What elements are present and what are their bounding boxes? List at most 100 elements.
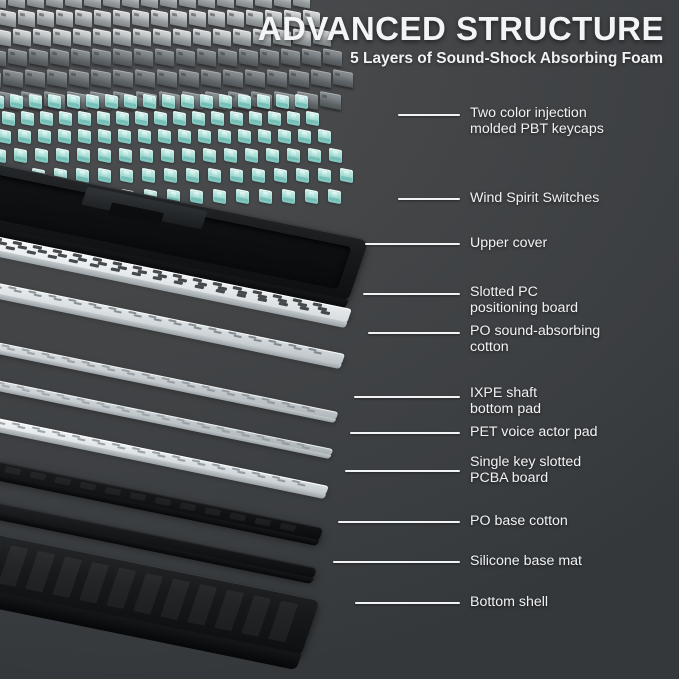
key-switch	[0, 147, 6, 164]
keycap	[56, 9, 73, 28]
key-switch	[257, 93, 270, 110]
shell-rib	[133, 573, 164, 615]
key-switch	[105, 93, 118, 110]
keycap	[94, 9, 111, 28]
keycap	[65, 0, 82, 9]
keycap	[69, 69, 89, 88]
shell-rib	[25, 550, 56, 593]
key-switch	[162, 93, 175, 110]
keycap	[218, 48, 237, 67]
key-switch	[181, 93, 194, 110]
plate-cutout	[273, 342, 283, 347]
keycap	[197, 48, 216, 67]
keycap	[217, 0, 234, 9]
plate-cutout	[301, 445, 311, 450]
key-switch	[48, 93, 61, 110]
keycap	[91, 69, 111, 88]
plate-cutout	[194, 284, 205, 290]
key-switch	[318, 128, 331, 145]
plate-cutout	[0, 421, 6, 426]
keycap	[239, 48, 258, 67]
keycap	[92, 48, 111, 67]
keycap	[255, 0, 272, 9]
plate-cutout	[53, 297, 63, 302]
keycap	[153, 28, 171, 47]
keycap	[201, 69, 221, 88]
shell-rib	[254, 517, 272, 527]
keycap	[302, 48, 321, 67]
keycap	[29, 48, 48, 67]
key-switch	[224, 147, 237, 164]
plate-cutout	[299, 306, 310, 311]
plate-cutout	[181, 421, 191, 425]
plate-cutout	[213, 330, 223, 335]
shell-rib	[214, 589, 245, 632]
key-switch	[296, 167, 309, 184]
key-switch	[340, 167, 353, 184]
keycap	[84, 0, 101, 9]
keycap	[155, 48, 174, 67]
callout-label-switches: Wind Spirit Switches	[470, 190, 600, 206]
shell-rib	[4, 466, 22, 476]
plate-cutout	[297, 482, 306, 487]
callout-label-pet-pad: PET voice actor pad	[470, 424, 598, 440]
plate-cutout	[41, 392, 51, 397]
key-switch	[56, 147, 69, 164]
plate-cutout	[197, 462, 206, 467]
keycap	[233, 28, 251, 47]
key-switch	[208, 167, 221, 184]
shell-rib	[154, 497, 172, 507]
keycap	[173, 28, 191, 47]
key-switch	[98, 147, 111, 164]
shell-rib	[241, 595, 272, 637]
key-switch	[161, 147, 174, 164]
key-switch	[98, 128, 111, 145]
keycap	[27, 0, 44, 9]
keycap	[47, 69, 67, 88]
plate-cutout	[121, 409, 131, 413]
key-switch	[236, 188, 249, 205]
shell-rib	[187, 584, 218, 626]
plate-cutout	[101, 404, 111, 409]
key-switch	[203, 147, 216, 164]
leader-line-pet-pad	[350, 432, 460, 434]
plate-cutout	[141, 413, 151, 417]
key-switch	[230, 110, 243, 127]
plate-cutout	[152, 275, 163, 281]
key-switch	[2, 110, 15, 127]
keycap	[236, 0, 253, 9]
keycap	[311, 69, 331, 88]
keycap	[333, 69, 353, 88]
plate-cutout	[17, 245, 28, 250]
callout-label-silicone-mat: Silicone base mat	[470, 553, 582, 569]
plate-cutout	[61, 396, 71, 401]
plate-cutout	[320, 310, 331, 316]
callout-label-pcba: Single key slotted PCBA board	[470, 454, 582, 486]
keycap	[50, 48, 69, 67]
keycap	[53, 28, 71, 47]
plate-cutout	[146, 376, 156, 380]
keycap	[227, 9, 244, 28]
keycap	[134, 48, 153, 67]
plate-cutout	[166, 380, 176, 384]
key-switch	[268, 110, 281, 127]
leader-line-po-cotton	[368, 332, 460, 334]
key-switch	[120, 167, 133, 184]
keycap	[179, 69, 199, 88]
plate-cutout	[233, 334, 243, 339]
keycap	[213, 28, 231, 47]
plate-cutout	[177, 458, 186, 462]
callout-label-po-cotton: PO sound-absorbing cotton	[470, 323, 601, 355]
plate-cutout	[173, 322, 183, 326]
shell-rib	[106, 567, 137, 609]
keycap	[3, 69, 23, 88]
plate-cutout	[57, 253, 68, 259]
plate-cutout	[73, 301, 83, 306]
shell-rib	[279, 522, 297, 532]
leader-line-pcba	[345, 470, 460, 472]
plate-cutout	[81, 400, 91, 405]
leader-line-keycaps	[398, 114, 460, 116]
keycap	[113, 9, 130, 28]
plate-cutout	[257, 474, 266, 479]
key-switch	[164, 167, 177, 184]
